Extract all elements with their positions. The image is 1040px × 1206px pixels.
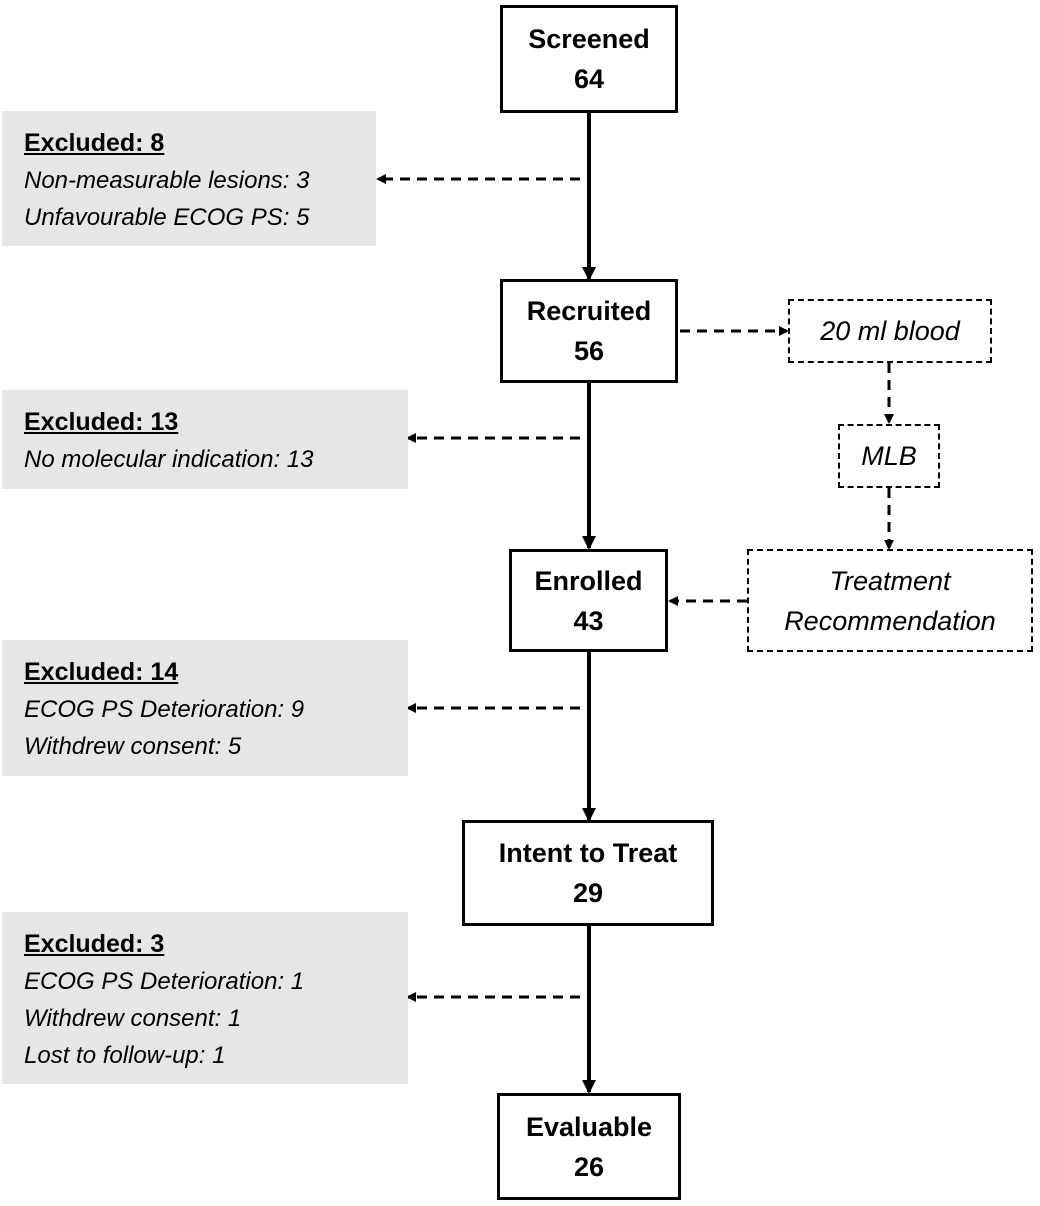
- exclusion-panel-2: Excluded: 13 No molecular indication: 13: [2, 390, 408, 489]
- intent-to-treat-box: Intent to Treat 29: [462, 820, 714, 926]
- recruited-label: Recruited: [526, 296, 652, 326]
- exclusion-panel-1-title: Excluded: 8: [24, 129, 165, 157]
- recruited-count: 56: [573, 336, 605, 366]
- exclusion-reason: Withdrew consent: 1: [24, 1005, 242, 1032]
- mlb-box: MLB: [838, 424, 940, 488]
- exclusion-panel-1: Excluded: 8 Non-measurable lesions: 3 Un…: [2, 111, 376, 246]
- screened-count: 64: [573, 64, 605, 94]
- exclusion-reason: ECOG PS Deterioration: 1: [24, 968, 305, 995]
- enrolled-label: Enrolled: [534, 565, 643, 596]
- treatment-recommendation-line-2: Recommendation: [784, 605, 996, 636]
- exclusion-reason: No molecular indication: 13: [24, 446, 314, 473]
- exclusion-panel-3-title: Excluded: 14: [24, 658, 179, 686]
- treatment-recommendation-box: Treatment Recommendation: [747, 549, 1033, 652]
- evaluable-label: Evaluable: [525, 1111, 653, 1142]
- screened-box: Screened 64: [500, 5, 678, 113]
- exclusion-reason: ECOG PS Deterioration: 9: [24, 696, 305, 723]
- exclusion-panel-4-title: Excluded: 3: [24, 930, 165, 958]
- exclusion-reason: Withdrew consent: 5: [24, 733, 242, 760]
- mlb-label: MLB: [861, 441, 917, 471]
- intent-to-treat-count: 29: [572, 878, 604, 908]
- blood-sample-box: 20 ml blood: [788, 299, 992, 363]
- exclusion-reason: Non-measurable lesions: 3: [24, 167, 310, 194]
- treatment-recommendation-line-1: Treatment: [829, 565, 951, 596]
- exclusion-panel-2-title: Excluded: 13: [24, 408, 179, 436]
- exclusion-reason: Lost to follow-up: 1: [24, 1042, 226, 1069]
- exclusion-panel-4: Excluded: 3 ECOG PS Deterioration: 1 Wit…: [2, 912, 408, 1084]
- screened-label: Screened: [528, 24, 650, 54]
- exclusion-panel-3: Excluded: 14 ECOG PS Deterioration: 9 Wi…: [2, 640, 408, 776]
- exclusion-reason: Unfavourable ECOG PS: 5: [24, 204, 310, 231]
- blood-sample-label: 20 ml blood: [820, 316, 960, 346]
- evaluable-count: 26: [573, 1151, 605, 1182]
- enrolled-count: 43: [573, 605, 604, 636]
- intent-to-treat-label: Intent to Treat: [498, 838, 678, 868]
- evaluable-box: Evaluable 26: [497, 1093, 681, 1200]
- recruited-box: Recruited 56: [500, 279, 678, 383]
- enrolled-box: Enrolled 43: [509, 549, 668, 652]
